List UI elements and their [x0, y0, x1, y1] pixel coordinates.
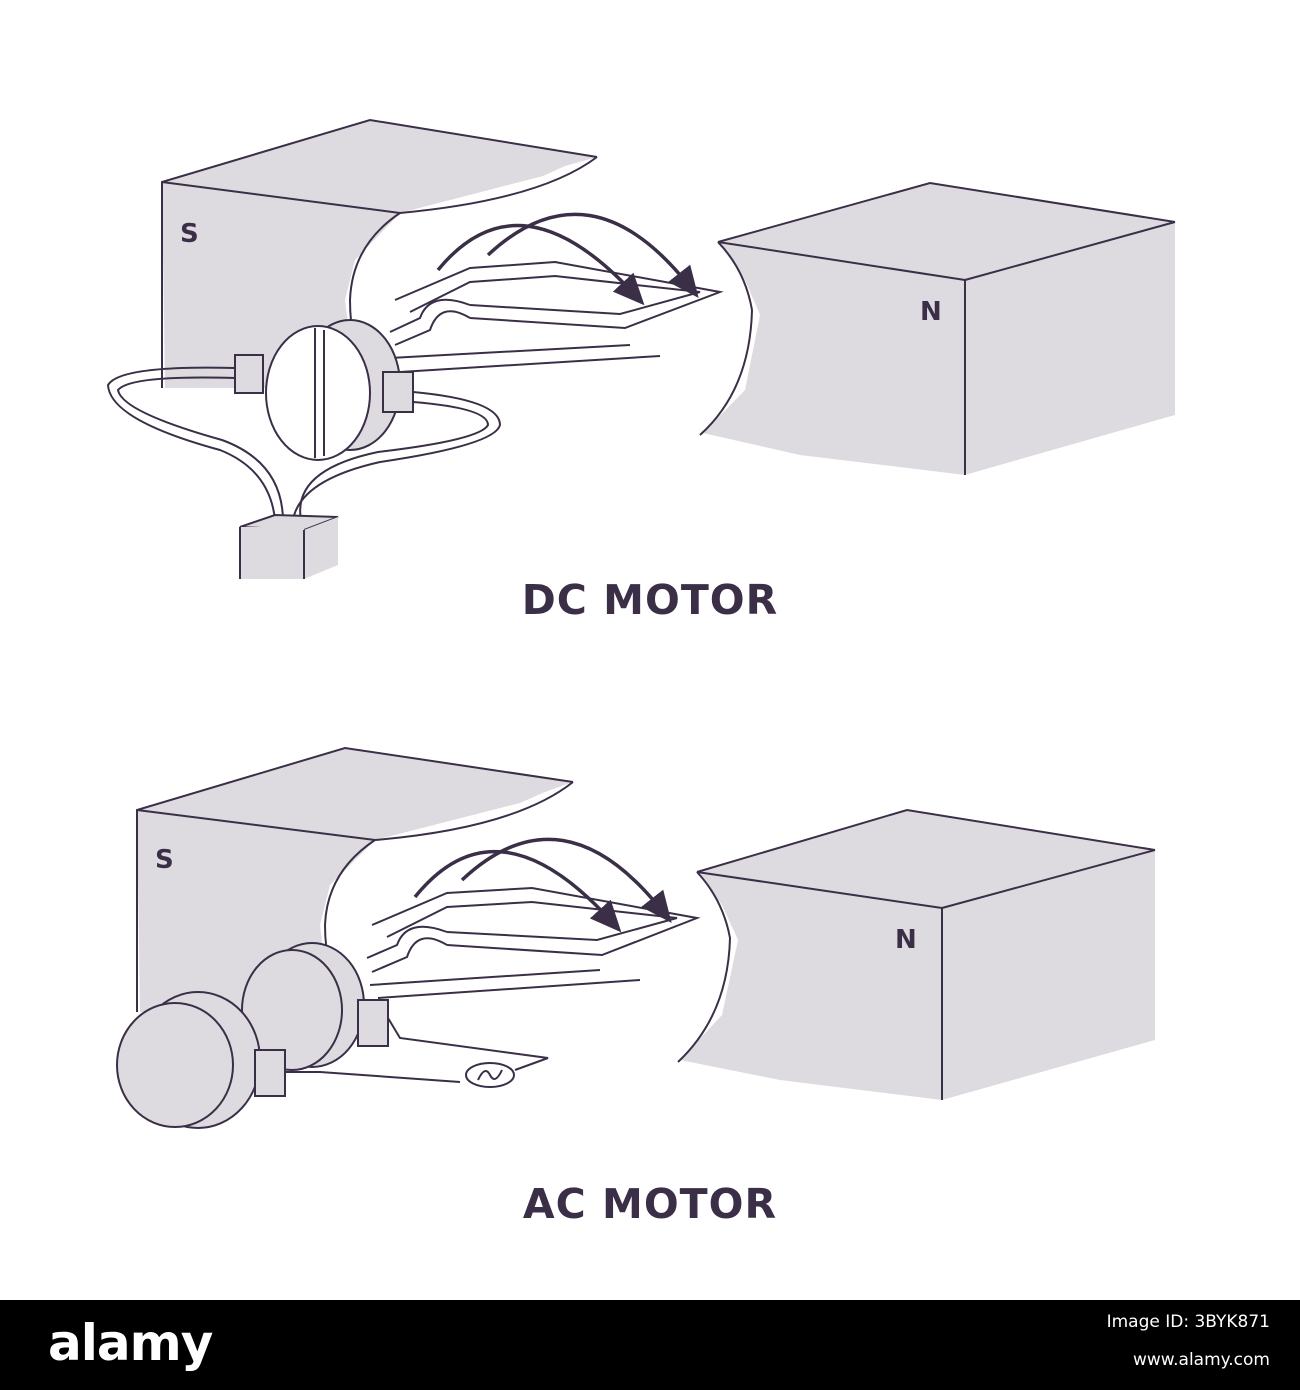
dc-rotation-arrow-2: [486, 212, 699, 298]
image-id-text: Image ID: 3BYK871: [1106, 1312, 1270, 1332]
ac-brush-lower: [254, 1049, 286, 1097]
dc-north-label: N: [920, 297, 942, 327]
ac-rotation-arrow-2: [460, 837, 672, 923]
ac-circuit-wires: [285, 1017, 549, 1083]
dc-armature-coil: [389, 260, 724, 373]
ac-armature-coil: [366, 886, 701, 999]
dc-battery: [239, 513, 339, 579]
dc-motor-diagram: S N: [106, 118, 1176, 579]
dc-wires: [106, 366, 502, 521]
ac-rotation-arrows: [413, 837, 672, 933]
ac-motor-diagram: S N: [116, 746, 1156, 1129]
dc-brush-right: [382, 371, 414, 413]
ac-north-label: N: [895, 925, 917, 955]
dc-commutator: [265, 319, 401, 461]
dc-brush-left: [234, 354, 264, 394]
dc-motor-title: DC MOTOR: [521, 576, 779, 624]
dc-south-label: S: [180, 219, 199, 249]
ac-rotation-arrow-1: [413, 849, 622, 933]
motor-diagrams: S N: [106, 118, 1176, 1129]
ac-motor-title: AC MOTOR: [522, 1180, 778, 1228]
dc-rotation-arrow-1: [436, 223, 645, 306]
site-url-text: www.alamy.com: [1132, 1350, 1270, 1370]
ac-source-symbol: [465, 1062, 515, 1088]
ac-slip-rings: [116, 942, 365, 1129]
dc-south-magnet: S: [161, 118, 598, 391]
footer-bar: alamy Image ID: 3BYK871 www.alamy.com: [0, 1300, 1300, 1390]
ac-brush-upper: [357, 999, 389, 1047]
ac-north-magnet: N: [677, 808, 1156, 1100]
brand-logo: alamy: [48, 1314, 213, 1372]
dc-rotation-arrows: [436, 212, 699, 306]
ac-south-label: S: [155, 845, 174, 875]
dc-north-magnet: N: [699, 181, 1176, 475]
